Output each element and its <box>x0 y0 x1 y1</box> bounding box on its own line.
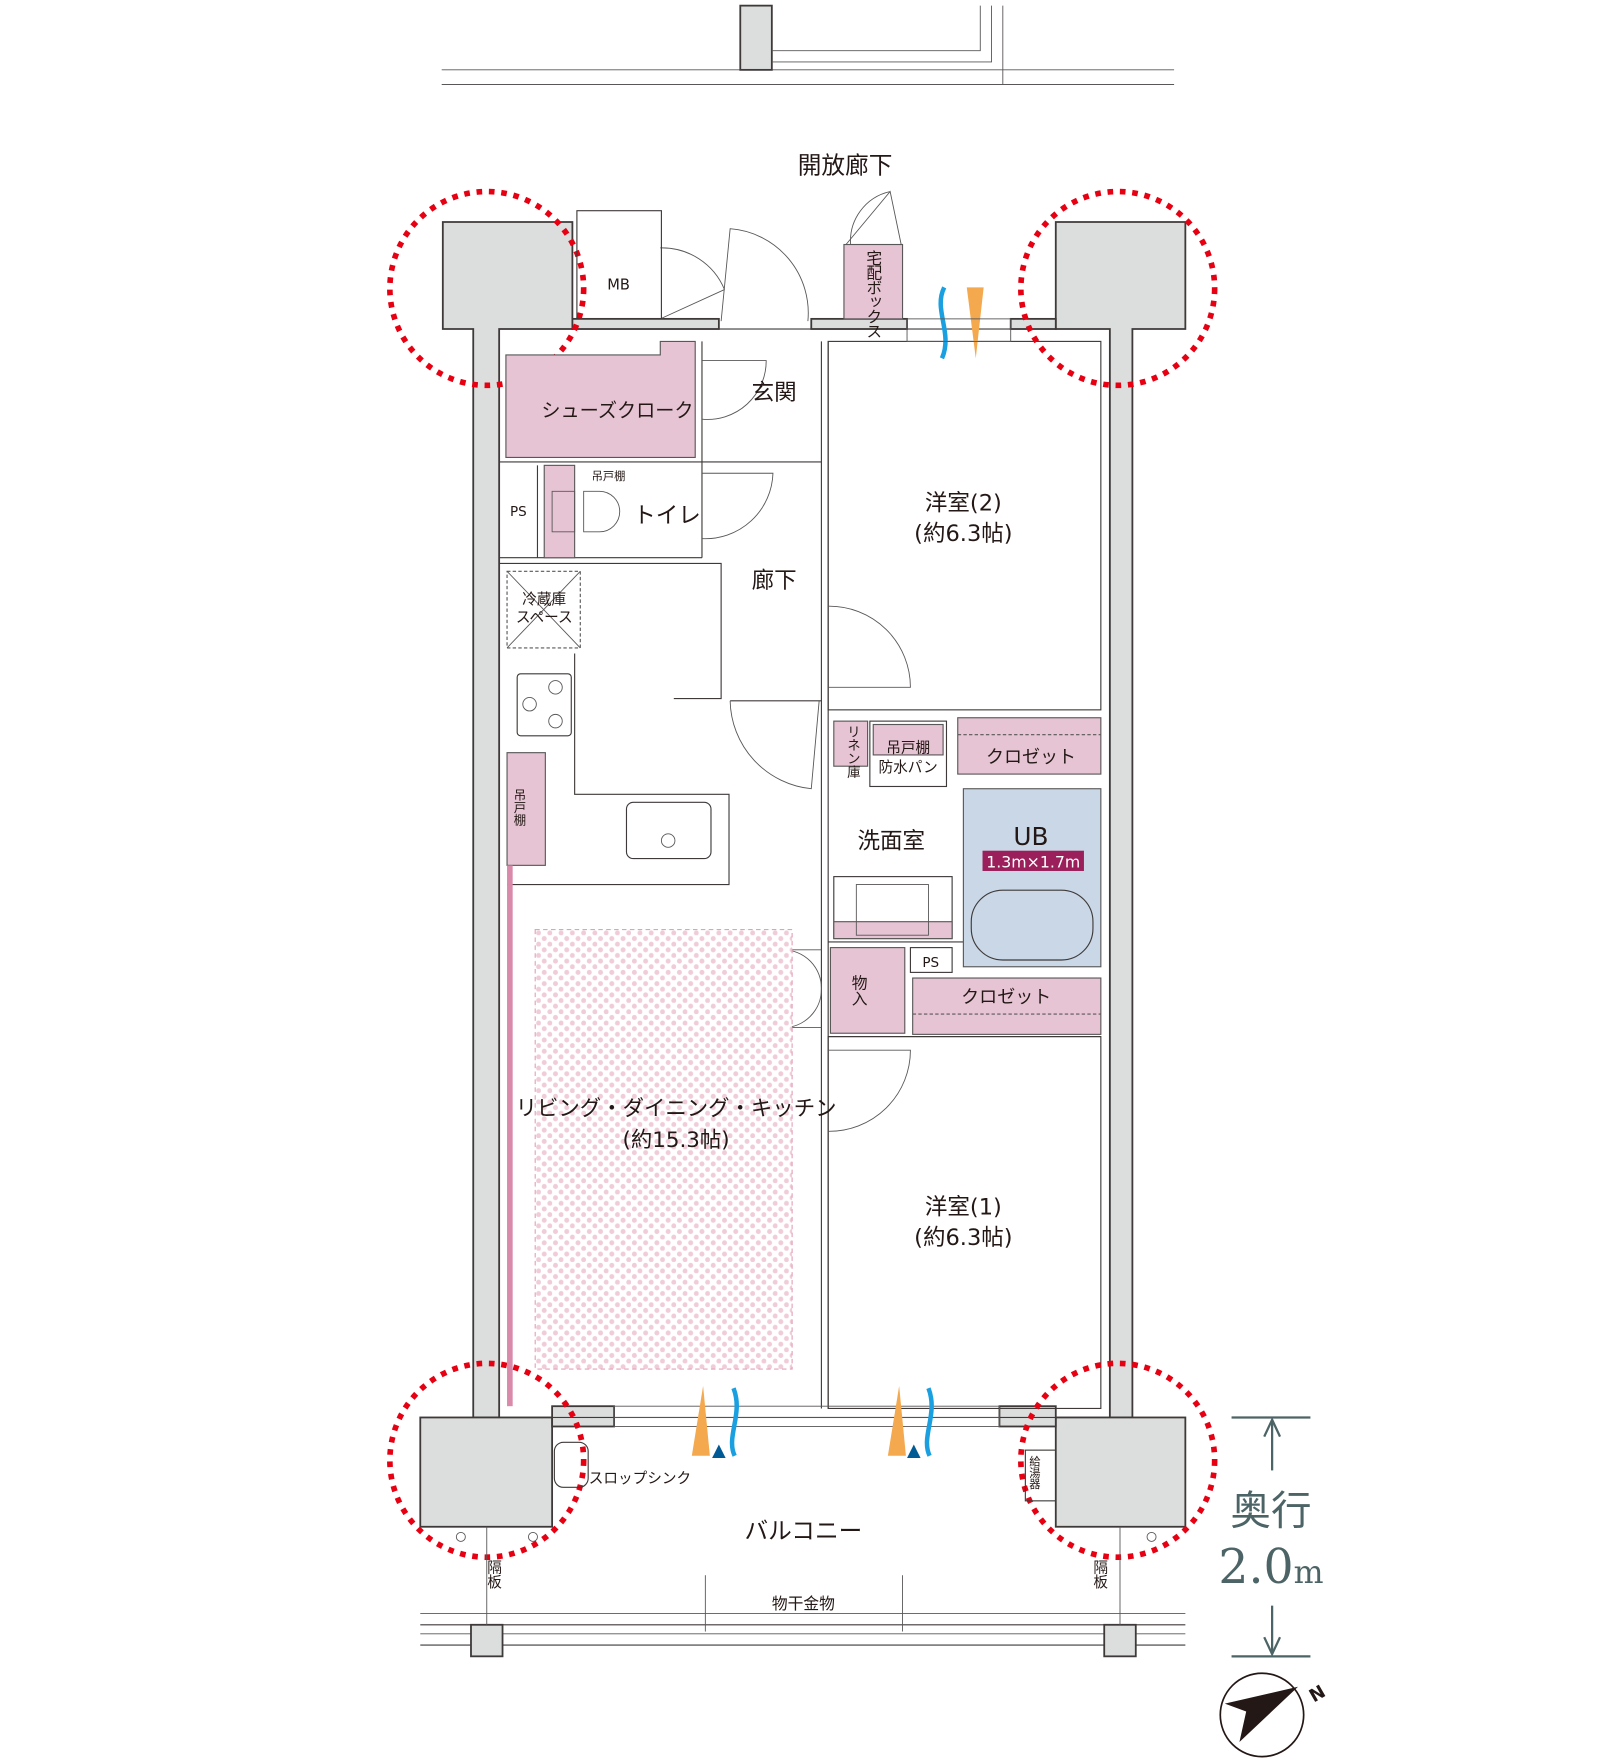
upper-building-outline <box>441 4 1175 85</box>
water-heater <box>1024 1449 1057 1502</box>
ldk-area <box>534 929 793 1370</box>
ub-label: UB <box>1013 822 1048 851</box>
depth-value: 2.0m <box>1218 1540 1323 1595</box>
ub-size-badge <box>982 850 1084 871</box>
closet-upper <box>957 717 1102 775</box>
ldk-size: (約15.3帖) <box>623 1128 730 1153</box>
delivery-box-label: 宅配ボックス <box>864 250 883 338</box>
balcony-railing <box>420 1526 1186 1658</box>
depth-dimension <box>1231 1416 1311 1658</box>
washroom-label: 洗面室 <box>857 828 925 854</box>
partition-right-label: 隔板 <box>1091 1559 1108 1589</box>
ps-top-label: PS <box>510 504 527 520</box>
fridge-label-2: スペース <box>516 609 573 626</box>
closet-upper-label: クロゼット <box>986 747 1076 768</box>
shoe-closet <box>505 340 696 459</box>
drying-hardware-label: 物干金物 <box>772 1594 835 1613</box>
storage-label: 物入 <box>849 975 868 1007</box>
partition-left-label: 隔板 <box>485 1559 502 1589</box>
ventilation-arrows-top <box>906 286 1012 360</box>
toilet-shelf <box>543 464 576 559</box>
western-room-2-name: 洋室(2) <box>925 490 1002 516</box>
open-corridor-label: 開放廊下 <box>798 152 893 180</box>
toilet-icon <box>551 490 621 533</box>
wash-shelf-label: 吊戸棚 <box>886 740 930 757</box>
closet-lower <box>912 977 1102 1035</box>
balcony-label: バルコニー <box>744 1517 862 1545</box>
bathtub-icon <box>970 889 1094 961</box>
western-room-1-size: (約6.3帖) <box>914 1225 1012 1251</box>
fridge-space <box>506 570 581 649</box>
vanity <box>833 876 953 940</box>
unit-bath <box>962 788 1102 968</box>
hallway-label: 廊下 <box>752 568 797 594</box>
entrance-label: 玄関 <box>752 380 797 406</box>
mb-label: MB <box>607 277 630 294</box>
water-heater-label: 給湯器 <box>1028 1455 1041 1491</box>
structure-walls <box>419 221 1187 1528</box>
ub-size-label: 1.3m×1.7m <box>986 853 1080 872</box>
fridge-label-1: 冷蔵庫 <box>522 591 566 608</box>
delivery-box <box>843 243 904 320</box>
waterproof-pan-label: 防水パン <box>879 759 938 776</box>
ps-mid-label: PS <box>922 955 939 971</box>
depth-number: 2.0 <box>1218 1540 1293 1595</box>
kitchen-pink-strip <box>507 865 513 1407</box>
closet-lower-label: クロゼット <box>961 987 1051 1008</box>
toilet-label: トイレ <box>633 503 701 529</box>
toilet-shelf-label: 吊戸棚 <box>592 469 626 483</box>
depth-label: 奥行 <box>1230 1487 1311 1535</box>
storage <box>829 947 906 1034</box>
ldk-name: リビング・ダイニング・キッチン <box>516 1096 837 1121</box>
meter-box <box>576 210 662 320</box>
north-label: N <box>1306 1681 1330 1707</box>
kitchen-sink-icon <box>625 801 712 860</box>
linen-storage <box>833 720 869 767</box>
slop-sink-label: スロップシンク <box>589 1470 691 1487</box>
north-arrow-icon <box>1219 1672 1305 1758</box>
western-room-2-size: (約6.3帖) <box>914 521 1012 547</box>
balcony-windows <box>613 1385 1000 1459</box>
kitchen-shelf-label: 吊戸棚 <box>512 789 527 827</box>
kitchen-shelf <box>506 752 546 866</box>
depth-unit: m <box>1294 1555 1324 1591</box>
slop-sink-icon <box>553 1441 589 1488</box>
stove-icon <box>516 673 572 737</box>
linen-label: リネン庫 <box>844 725 861 779</box>
shoe-closet-label: シューズクローク <box>541 399 693 422</box>
wash-shelf <box>872 723 944 756</box>
western-room-1-name: 洋室(1) <box>925 1195 1002 1221</box>
